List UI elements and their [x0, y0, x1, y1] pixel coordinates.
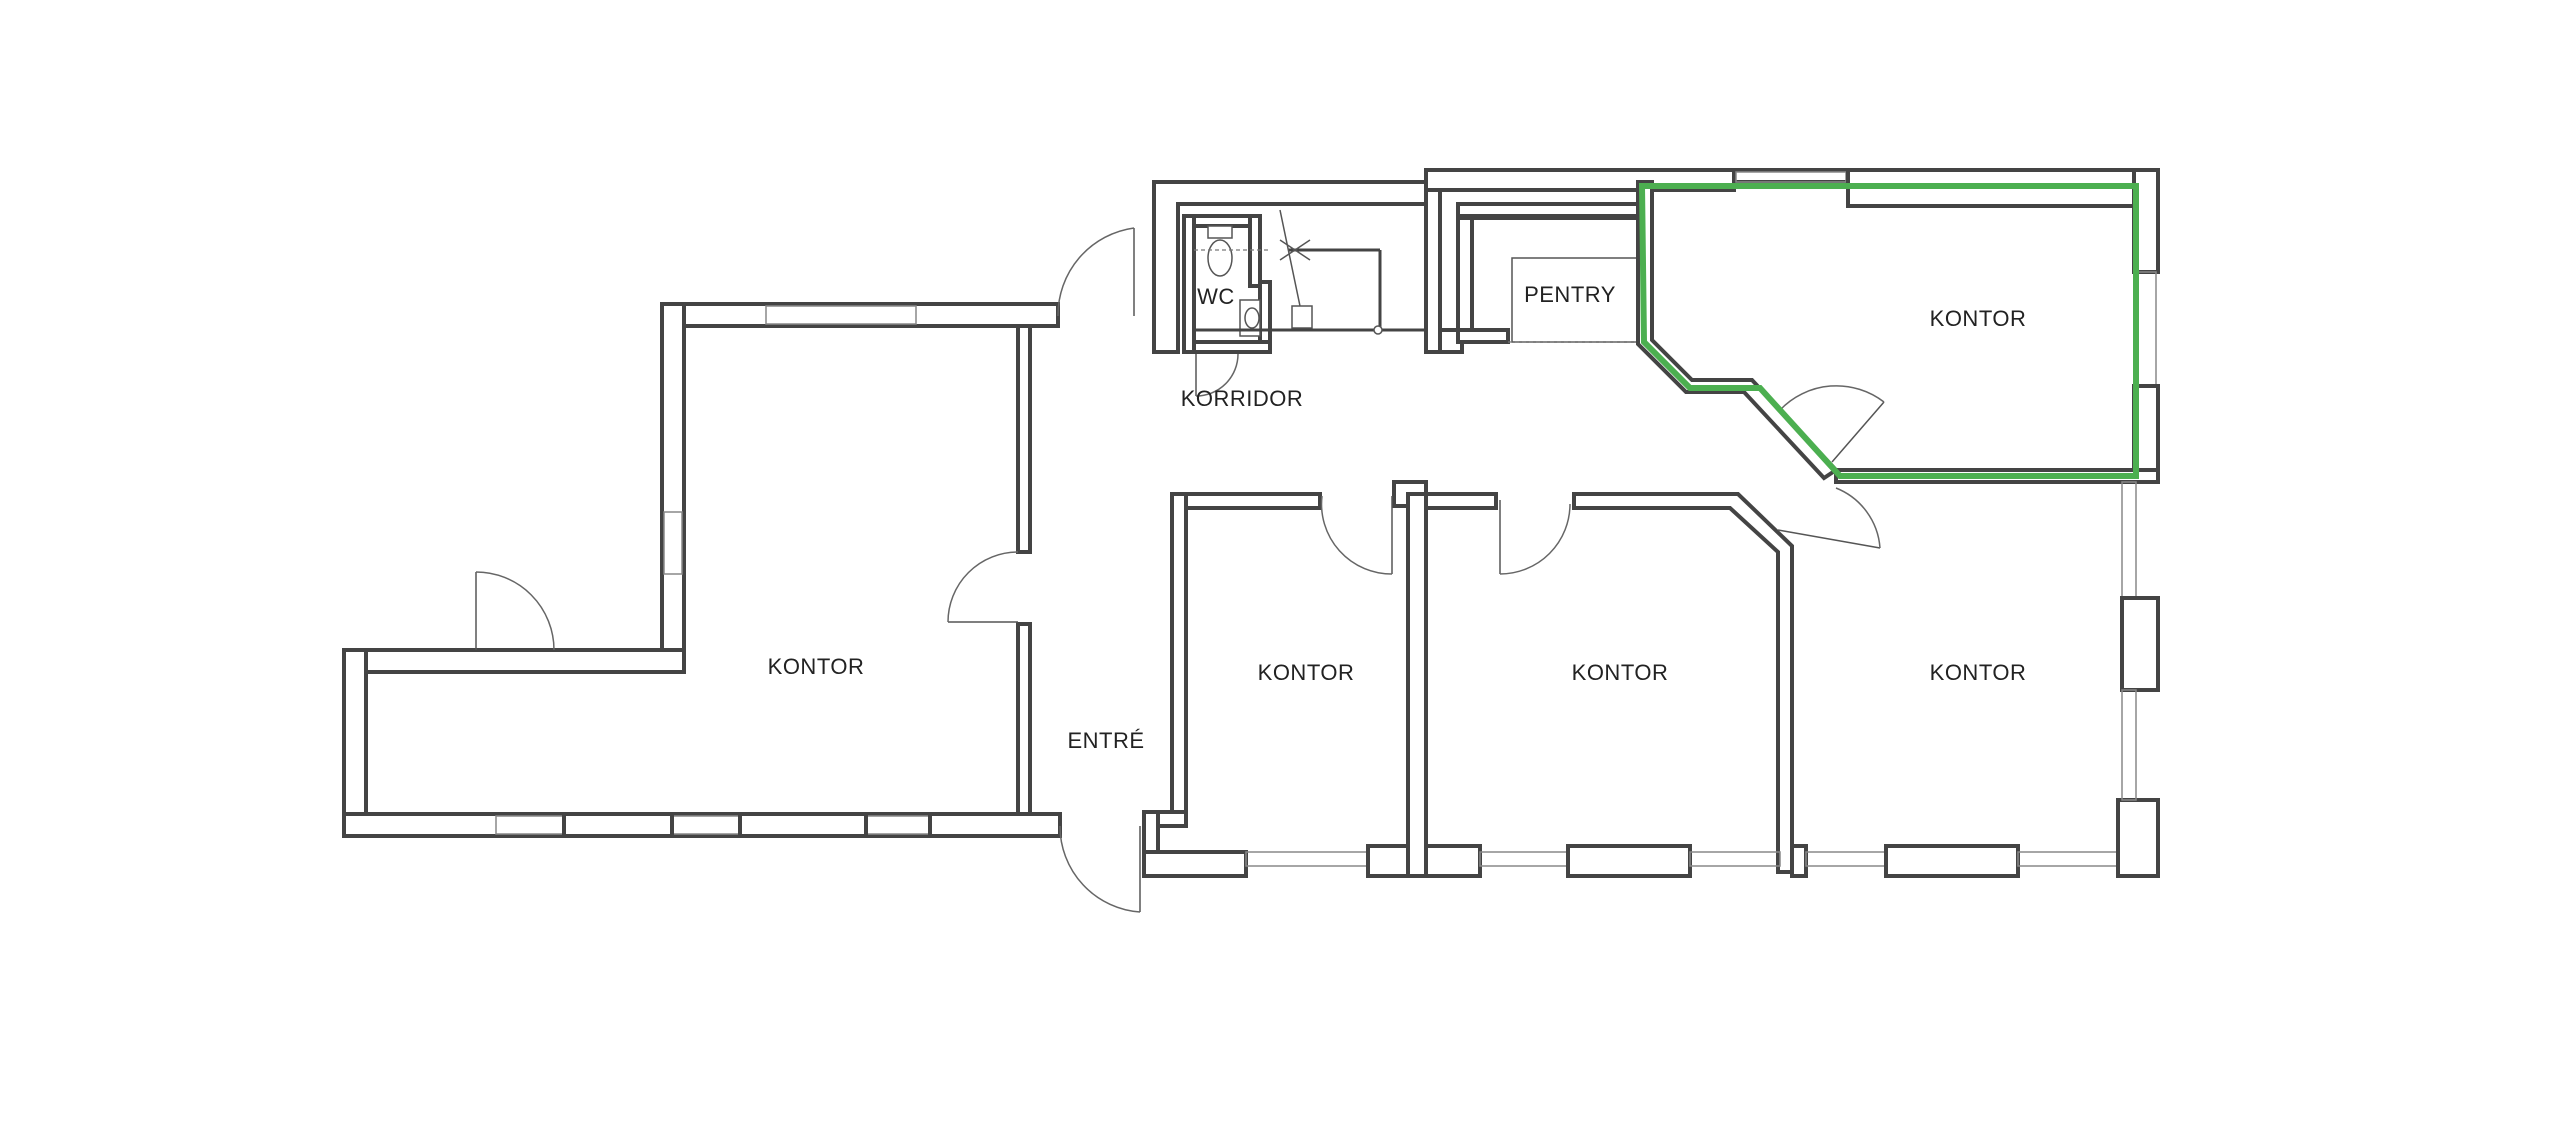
office-wall: [1572, 492, 1794, 874]
wc-wall: [1258, 280, 1272, 344]
pentry-area: [1456, 202, 1640, 343]
left-office-wall-right-lower: [1016, 622, 1032, 816]
door-swing-arc: [947, 551, 1019, 623]
room-label-pentry: PENTRY: [1524, 282, 1616, 307]
window: [2121, 689, 2137, 801]
door-swing-arc: [1835, 487, 1881, 549]
room-label-kontor-top-right: KONTOR: [1930, 306, 2027, 331]
left-office-wall: [660, 302, 1060, 510]
service-wall: [1424, 188, 1442, 354]
service-wall: [1456, 328, 1510, 344]
toilet-tank-icon: [1207, 225, 1233, 239]
wall-pier: [738, 812, 868, 838]
window: [1689, 851, 1781, 867]
middle-offices: [1142, 480, 2160, 878]
wall-pier: [562, 812, 674, 838]
door-swing-arc: [1057, 227, 1135, 317]
door-swing-arc: [1059, 825, 1141, 913]
room-label-entre: ENTRÉ: [1067, 728, 1144, 753]
window: [1245, 851, 1369, 867]
left-office-wall-far-left: [342, 648, 368, 838]
wall-pier: [2120, 596, 2160, 692]
left-office-walls: [342, 302, 1062, 838]
top-right-office: [1636, 168, 2160, 484]
partition-line: [1279, 239, 1311, 261]
room-label-kontor-mid-2: KONTOR: [1572, 660, 1669, 685]
pentry-wall: [1456, 202, 1640, 218]
door: [1831, 401, 1885, 463]
wc-wall: [1192, 340, 1272, 354]
office-wall: [1170, 492, 1322, 510]
office-wall: [1424, 844, 1482, 878]
wall-pier: [1884, 844, 2020, 878]
window: [2017, 851, 2119, 867]
service-wall: [1456, 216, 1474, 332]
room-label-kontor-left: KONTOR: [768, 654, 865, 679]
room-label-wc: WC: [1197, 284, 1235, 309]
wall-pier: [1566, 844, 1692, 878]
room-label-kontor-mid-1: KONTOR: [1258, 660, 1355, 685]
fixture-point-icon: [1373, 325, 1383, 335]
door-swing-arc: [1499, 503, 1571, 575]
door-swing-arc: [1195, 353, 1239, 397]
window: [1805, 851, 1887, 867]
top-right-office-diagonal-wall: [1636, 180, 1840, 481]
left-office-windows: [495, 305, 1062, 838]
office-wall: [1790, 844, 1808, 878]
office-wall: [1170, 492, 1188, 818]
left-office-wall-left-upper: [660, 302, 686, 674]
partition-wall: [1406, 492, 1428, 878]
entrance-doors: [1057, 227, 1141, 913]
cabinet-icon: [1291, 305, 1313, 329]
window: [663, 511, 683, 575]
window: [765, 305, 917, 325]
wc-wall: [1248, 214, 1262, 288]
room-labels: KONTOR ENTRÉ WC KORRIDOR PENTRY KONTOR K…: [768, 282, 2027, 753]
left-office-wall-step: [342, 648, 686, 674]
office-wall: [1142, 850, 1248, 878]
highlight-outline: [1638, 183, 2139, 479]
pentry-counter: [1511, 257, 1639, 343]
door-swing-arc: [1779, 385, 1885, 411]
office-wall: [2116, 798, 2160, 878]
window: [1479, 851, 1569, 867]
wc-wall: [1182, 214, 1196, 354]
wall-pier: [928, 812, 1062, 838]
room-label-kontor-bottom-right: KONTOR: [1930, 660, 2027, 685]
door-swing-arc: [475, 571, 555, 651]
toilet-icon: [1207, 239, 1233, 277]
sink-basin-icon: [1244, 307, 1260, 329]
office-wall: [1424, 492, 1498, 510]
partition-line: [1279, 209, 1301, 307]
left-office-doors: [475, 551, 1019, 651]
window: [2121, 481, 2137, 599]
left-office-wall-right: [1016, 324, 1032, 554]
door: [1777, 529, 1881, 549]
door-swing-arc: [1320, 495, 1393, 575]
room-label-korridor: KORRIDOR: [1181, 386, 1304, 411]
